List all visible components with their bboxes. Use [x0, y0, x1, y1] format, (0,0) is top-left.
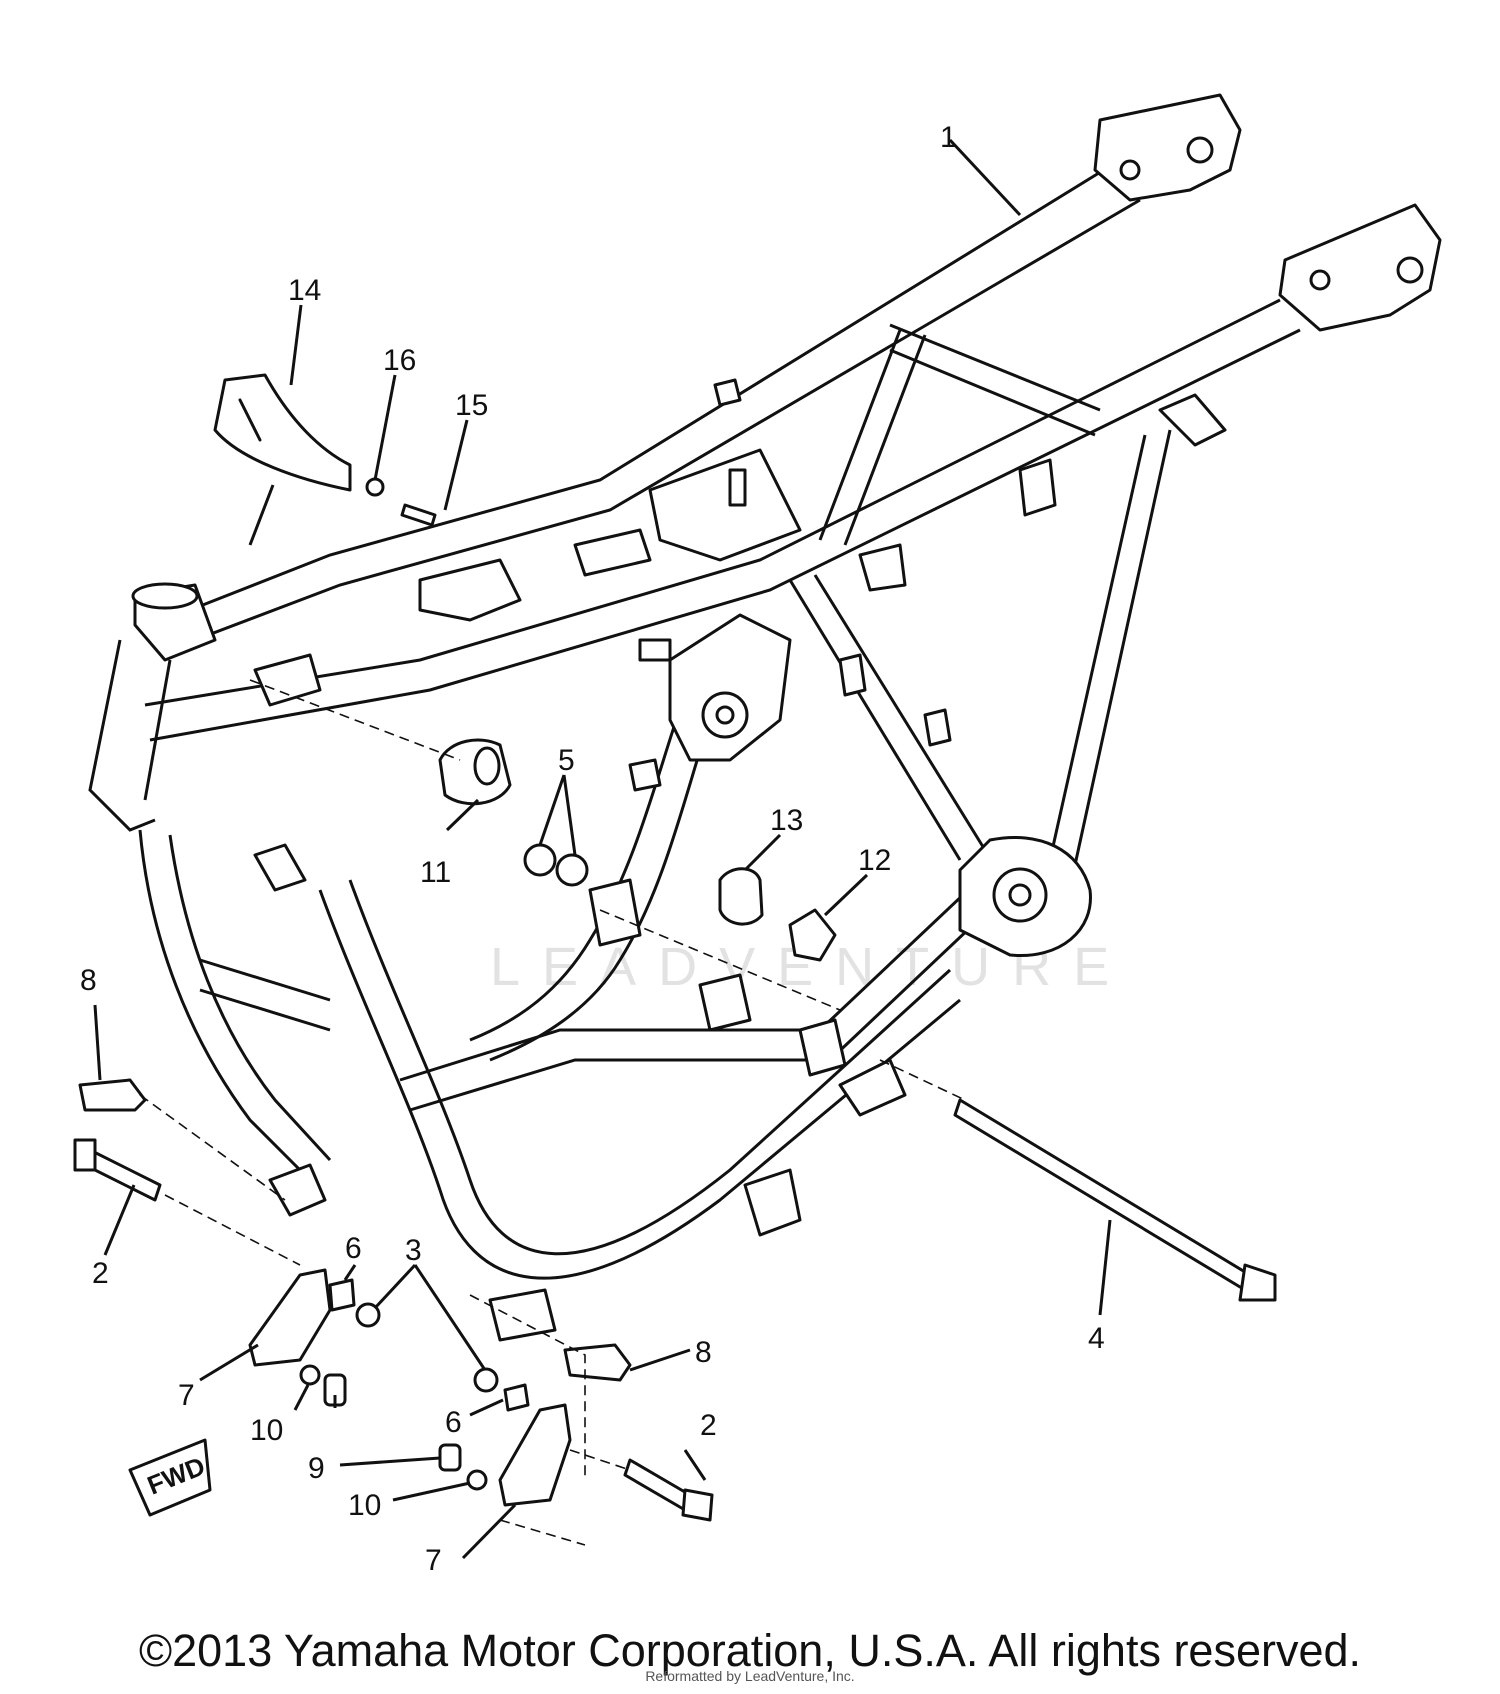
- assembly-line-6: [469, 1294, 586, 1480]
- callout-6-left: 6: [345, 1232, 362, 1265]
- callout-2-right: 2: [700, 1409, 717, 1442]
- callout-4: 4: [1088, 1322, 1105, 1355]
- part-6-pad-left: [328, 1278, 356, 1312]
- part-9-spacer-b: [438, 1443, 462, 1472]
- part-2-bolt-right: [623, 1458, 714, 1522]
- callout-12: 12: [858, 844, 891, 877]
- callout-7-right: 7: [425, 1544, 442, 1577]
- part-5-nut-b: [555, 853, 589, 887]
- assembly-line-4: [599, 909, 841, 1011]
- part-8-bracket-left: [78, 1078, 147, 1112]
- assembly-line-1: [249, 679, 461, 761]
- part-13-damper: [718, 867, 764, 926]
- callout-10-right: 10: [348, 1489, 381, 1522]
- part-12-damper: [788, 908, 837, 962]
- callout-13: 13: [770, 804, 803, 837]
- part-4-long-bolt: [953, 1098, 1277, 1302]
- part-14-cover: [213, 373, 352, 492]
- callout-8-left: 8: [80, 964, 97, 997]
- part-15-bolt: [400, 503, 437, 527]
- assembly-line-7: [569, 1449, 631, 1471]
- callout-9: 9: [308, 1452, 325, 1485]
- callout-16: 16: [383, 344, 416, 377]
- assembly-line-8: [499, 1519, 586, 1546]
- part-10-washer-b: [466, 1469, 488, 1491]
- callout-labels: 1 14 16 15 11 5 13 12 8 2 6 3 4 8 7 10 2…: [80, 121, 1105, 1577]
- callout-7-left: 7: [178, 1379, 195, 1412]
- callout-5: 5: [558, 744, 575, 777]
- callout-8-right: 8: [695, 1336, 712, 1369]
- copyright-notice: ©2013 Yamaha Motor Corporation, U.S.A. A…: [138, 1625, 1362, 1676]
- callout-14: 14: [288, 274, 321, 307]
- part-3-nut-a: [355, 1302, 381, 1328]
- callout-2-left: 2: [92, 1257, 109, 1290]
- callout-6-right: 6: [445, 1406, 462, 1439]
- assembly-line-3: [164, 1194, 301, 1266]
- part-7-plate-left: [248, 1268, 332, 1367]
- main-frame: [88, 93, 1442, 1342]
- leader-lines: [93, 138, 1112, 1560]
- assembly-line-2: [139, 1094, 286, 1201]
- callout-10-left: 10: [250, 1414, 283, 1447]
- part-6-pad-right: [503, 1383, 530, 1412]
- fwd-arrow: FWD: [128, 1438, 212, 1517]
- part-8-bracket-right: [563, 1343, 632, 1382]
- part-3-nut-b: [473, 1367, 499, 1393]
- part-7-plate-right: [498, 1403, 572, 1507]
- callout-1: 1: [940, 121, 957, 154]
- part-16-nut: [365, 477, 385, 497]
- part-2-bolt-left: [73, 1138, 162, 1202]
- callout-15: 15: [455, 389, 488, 422]
- reseller-note: Reformatted by LeadVenture, Inc.: [645, 1668, 855, 1684]
- callout-3: 3: [405, 1234, 422, 1267]
- part-5-nut-a: [523, 843, 557, 877]
- part-10-washer-a: [299, 1364, 321, 1386]
- callout-11: 11: [420, 856, 451, 889]
